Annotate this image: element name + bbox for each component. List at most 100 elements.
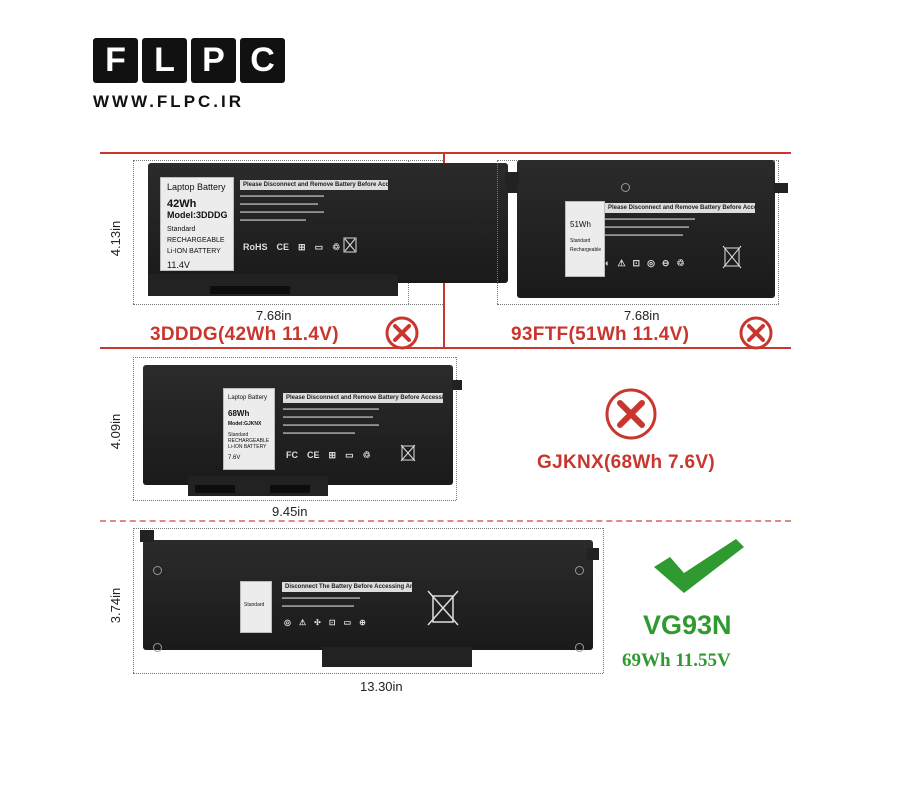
- guide: [133, 160, 443, 161]
- battery-tab: [505, 172, 519, 184]
- width-dimension: 9.45in: [272, 504, 308, 519]
- label-type: RECHARGEABLE: [167, 237, 225, 244]
- guide: [133, 528, 603, 529]
- cert-symbols: RoHS CE ⊞ ▭ ♲: [243, 242, 340, 253]
- battery-connector: [270, 485, 310, 493]
- recycle-icon: ♲: [362, 450, 371, 460]
- battery-model-gjknx: GJKNX(68Wh 7.6V): [537, 452, 715, 473]
- label-type: Standard: [228, 432, 249, 438]
- screw: [153, 566, 162, 575]
- top-divider: [100, 152, 791, 154]
- battery-spec-vg93n: 69Wh 11.55V: [622, 650, 731, 671]
- warning-text: Please Disconnect and Remove Battery Bef…: [240, 180, 388, 223]
- battery-3dddg-label: Laptop Battery 42Wh Model:3DDDG Standard…: [160, 177, 234, 271]
- ce-mark: CE: [276, 242, 290, 252]
- width-dimension: 7.68in: [256, 308, 292, 323]
- cert-symbols: FC CE ⊞ ▭ ♲: [286, 450, 371, 461]
- certification-icon: ✣: [314, 618, 321, 627]
- certification-icon: ◎: [647, 258, 655, 268]
- label-capacity: 68Wh: [228, 409, 250, 418]
- recycle-bin-icon: [343, 237, 357, 253]
- row-divider: [100, 347, 791, 349]
- guide: [133, 357, 134, 500]
- battery-93ftf-label: 51Wh Standard Rechargeable: [565, 201, 605, 277]
- battery-base: [322, 647, 472, 667]
- label-voltage: 11.4V: [167, 260, 190, 270]
- recycle-icon: ♲: [332, 242, 341, 252]
- battery-model-vg93n: VG93N: [643, 610, 732, 640]
- certification-icon: ⊞: [328, 450, 337, 460]
- screw: [575, 643, 584, 652]
- guide: [133, 673, 603, 674]
- certification-icon: ⊖: [661, 258, 670, 268]
- battery-connector: [210, 286, 290, 294]
- ce-icon: ◐: [605, 258, 611, 268]
- screw: [621, 183, 630, 192]
- label-voltage: 7.6V: [228, 455, 241, 461]
- warning-text: Please Disconnect and Remove Battery Bef…: [605, 203, 755, 238]
- label-line: Laptop Battery: [167, 182, 226, 192]
- battery-tab: [140, 530, 154, 542]
- battery-icon: ▭: [345, 450, 354, 460]
- fc-mark: FC: [286, 450, 298, 460]
- certification-icon: ⊞: [298, 242, 306, 252]
- screw: [153, 643, 162, 652]
- label-capacity: 42Wh: [167, 198, 197, 210]
- label-type: Standard: [244, 602, 265, 608]
- warning-icon: ⚠: [298, 618, 307, 627]
- battery-model-3dddg: 3DDDG(42Wh 11.4V): [150, 324, 339, 345]
- height-dimension: 4.13in: [472, 213, 488, 250]
- guide: [133, 160, 134, 304]
- label-model: Model:GJKNX: [228, 421, 262, 427]
- battery-vg93n-label: Standard: [240, 581, 272, 633]
- height-dimension: 3.74in: [108, 587, 124, 624]
- guide: [497, 304, 779, 305]
- warning-header: Please Disconnect and Remove Battery Bef…: [240, 180, 388, 190]
- battery-icon: ▭: [343, 618, 352, 627]
- ce-mark: CE: [307, 450, 320, 460]
- logo-letter-l: L: [142, 38, 187, 83]
- height-dimension: 4.13in: [108, 220, 124, 257]
- guide: [133, 528, 134, 673]
- label-type: Standard: [570, 238, 591, 244]
- certification-icon: ⊕: [359, 618, 366, 627]
- battery-tab: [774, 183, 788, 193]
- guide: [456, 357, 457, 500]
- cert-symbols: ◎ ⚠ ✣ ⊡ ▭ ⊕: [284, 618, 366, 627]
- logo-url: WWW.FLPC.IR: [93, 92, 245, 111]
- warning-text: Disconnect The Battery Before Accessing …: [282, 582, 412, 609]
- battery-tab: [506, 183, 518, 193]
- label-type: RECHARGEABLE: [228, 438, 270, 444]
- guide: [778, 160, 779, 304]
- battery-gjknx-label: Laptop Battery 68Wh Model:GJKNX Standard…: [223, 388, 275, 470]
- warning-text: Please Disconnect and Remove Battery Bef…: [283, 393, 443, 436]
- label-type: Standard: [167, 226, 196, 233]
- check-mark-icon: [654, 539, 744, 593]
- guide: [133, 500, 456, 501]
- warning-icon: ⚠: [617, 258, 626, 268]
- cross-mark-icon: [385, 316, 419, 350]
- warning-header: Please Disconnect and Remove Battery Bef…: [605, 203, 755, 213]
- guide: [497, 160, 498, 304]
- certification-icon: ◎: [284, 618, 291, 627]
- width-dimension: 7.68in: [624, 308, 660, 323]
- logo-letter-p: P: [191, 38, 236, 83]
- battery-93ftf-image: [517, 160, 775, 298]
- recycle-bin-icon: [400, 444, 416, 462]
- recycle-bin-icon: [427, 590, 459, 626]
- certification-icon: ⊡: [632, 258, 641, 268]
- cert-symbols: ◐ ⚠ ⊡ ◎ ⊖ ♲: [605, 258, 685, 269]
- guide: [133, 304, 443, 305]
- recycle-bin-icon: [722, 245, 742, 269]
- battery-tab: [452, 380, 462, 390]
- warning-header: Please Disconnect and Remove Battery Bef…: [283, 393, 443, 403]
- label-capacity: 51Wh: [570, 220, 591, 229]
- dashed-divider: [100, 520, 791, 522]
- label-line: Laptop Battery: [228, 395, 268, 401]
- warning-header: Disconnect The Battery Before Accessing …: [282, 582, 412, 592]
- rohs-mark: RoHS: [243, 242, 268, 252]
- cross-mark-icon: [739, 316, 773, 350]
- recycle-icon: ♲: [676, 258, 685, 268]
- label-model: Model:3DDDG: [167, 210, 228, 220]
- certification-icon: ⊡: [328, 618, 336, 627]
